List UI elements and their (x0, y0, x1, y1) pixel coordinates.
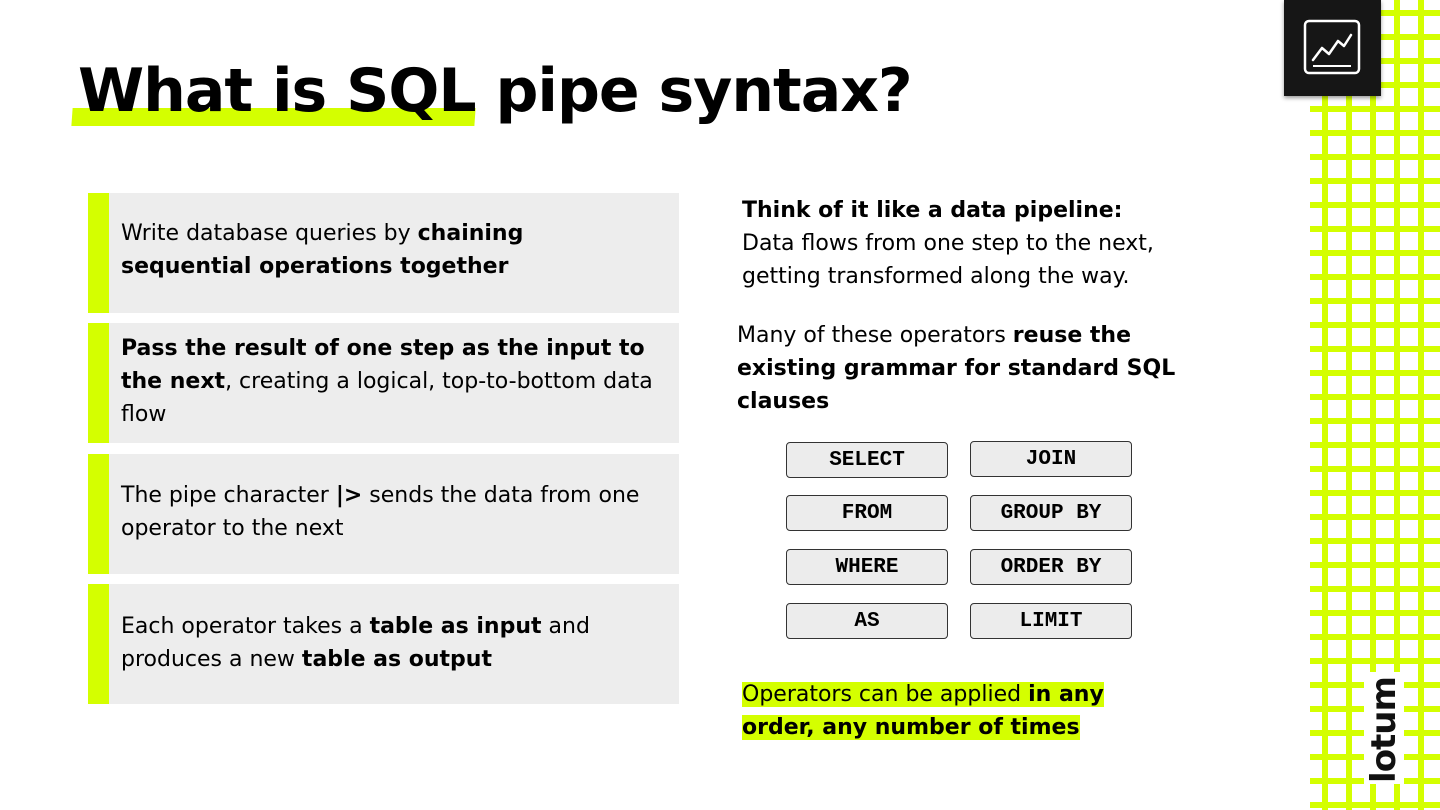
keyword-join: JOIN (970, 441, 1132, 477)
keyword-as: AS (786, 603, 948, 639)
chart-logo-box (1284, 0, 1381, 96)
chart-line-icon (1303, 19, 1361, 75)
pipeline-body: Data flows from one step to the next, ge… (742, 231, 1154, 289)
bold-text: |> (335, 483, 363, 508)
text: Many of these operators (737, 323, 1013, 348)
card-accent-bar (88, 454, 109, 574)
bold-text: chaining sequential operations together (121, 221, 524, 279)
order-note-text: Operators can be applied in any order, a… (742, 682, 1104, 740)
text: , creating a logical, top-to-bottom data… (121, 369, 653, 427)
text: sends the data from one operator to the … (121, 483, 640, 541)
card-accent-bar (88, 193, 109, 313)
pipeline-note: Think of it like a data pipeline: Data f… (742, 194, 1212, 293)
bold-text: table as output (301, 647, 492, 672)
card-2: Pass the result of one step as the input… (88, 323, 679, 443)
card-text: The pipe character |> sends the data fro… (121, 479, 655, 545)
card-text: Pass the result of one step as the input… (121, 332, 655, 431)
keyword-order-by: ORDER BY (970, 549, 1132, 585)
text: and produces a new (121, 614, 590, 672)
card-accent-bar (88, 584, 109, 704)
text: Each operator takes a (121, 614, 370, 639)
bold-text: in any order, any number of times (742, 682, 1104, 740)
brand-logo: lotum (1364, 677, 1404, 783)
order-note: Operators can be applied in any order, a… (742, 678, 1142, 744)
page-title: What is SQL pipe syntax? (78, 56, 913, 126)
text: Write database queries by (121, 221, 418, 246)
text: The pipe character (121, 483, 336, 508)
card-text: Each operator takes a table as input and… (121, 610, 655, 676)
card-1: Write database queries by chaining seque… (88, 193, 679, 313)
pipeline-heading: Think of it like a data pipeline: (742, 198, 1123, 223)
keyword-where: WHERE (786, 549, 948, 585)
brand-backdrop (1364, 672, 1404, 784)
bold-text: reuse the existing grammar for standard … (737, 323, 1176, 414)
bold-text: table as input (369, 614, 542, 639)
keyword-select: SELECT (786, 442, 948, 478)
keyword-from: FROM (786, 495, 948, 531)
bold-text: Pass the result of one step as the input… (121, 336, 645, 394)
keyword-group-by: GROUP BY (970, 495, 1132, 531)
card-text: Write database queries by chaining seque… (121, 217, 655, 283)
grammar-note: Many of these operators reuse the existi… (737, 319, 1207, 418)
keyword-limit: LIMIT (970, 603, 1132, 639)
text: Operators can be applied (742, 682, 1029, 707)
card-accent-bar (88, 323, 109, 443)
card-4: Each operator takes a table as input and… (88, 584, 679, 704)
card-3: The pipe character |> sends the data fro… (88, 454, 679, 574)
